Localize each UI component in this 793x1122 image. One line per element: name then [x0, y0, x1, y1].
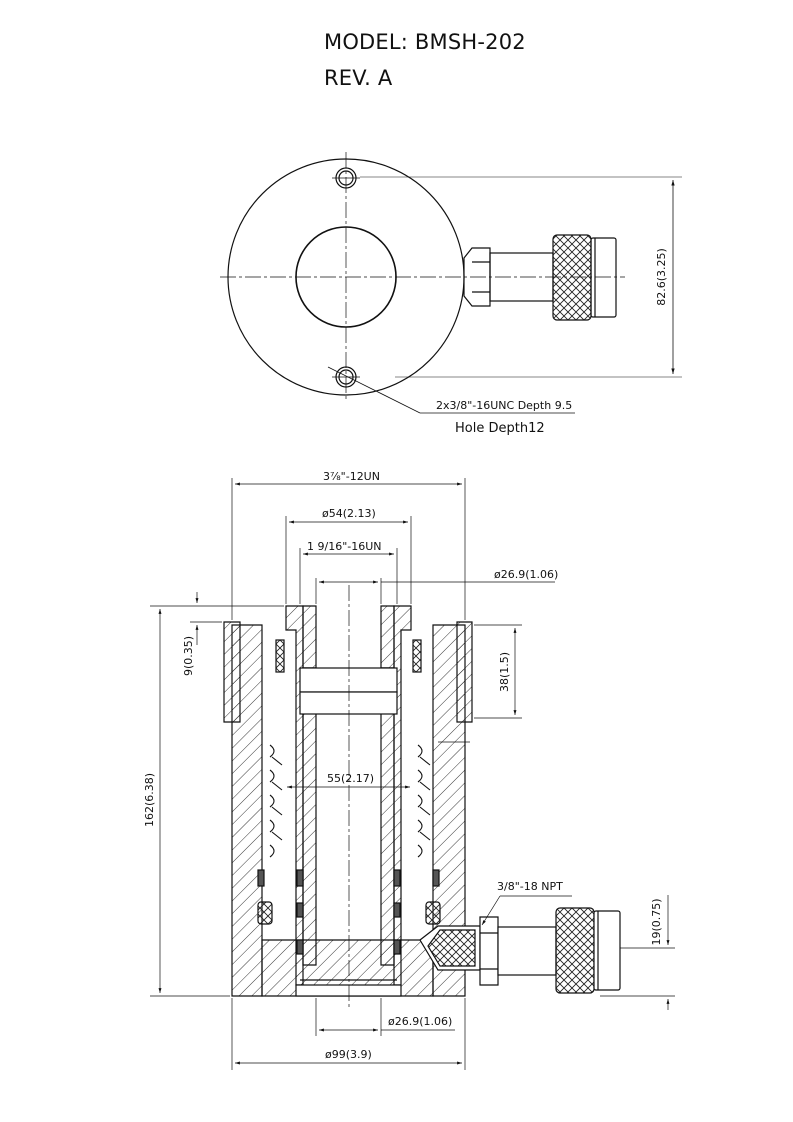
hole-depth-note: Hole Depth12 — [455, 421, 545, 436]
seals — [257, 639, 440, 955]
dia-54-label: ø54(2.13) — [322, 507, 376, 520]
thread-note: 2x3/8"-16UNC Depth 9.5 — [436, 399, 572, 412]
dim-19-label: 19(0.75) — [650, 898, 663, 945]
coupler-knurl-top — [552, 234, 592, 321]
revision-label: REV. A — [324, 66, 393, 90]
return-spring-right — [417, 744, 431, 858]
hex-nut-top — [463, 247, 491, 307]
dim-55-label: 55(2.17) — [327, 772, 374, 785]
return-spring-left — [269, 744, 283, 858]
dim-162-label: 162(6.38) — [143, 773, 156, 827]
section-view — [150, 478, 675, 1070]
dia-99-label: ø99(3.9) — [325, 1048, 372, 1061]
plunger-wall-left — [285, 605, 304, 986]
outer-thread-label: 3⅞"-12UN — [323, 470, 380, 483]
top-view — [220, 152, 682, 414]
dim-38-label: 38(1.5) — [498, 652, 511, 692]
collar-left — [223, 621, 241, 723]
port-thread-label: 3/8"-18 NPT — [497, 880, 563, 893]
height-dim-label: 82.6(3.25) — [655, 248, 668, 306]
model-label: MODEL: BMSH-202 — [324, 30, 526, 54]
inner-thread-label: 1 9/16"-16UN — [307, 540, 382, 553]
collar-right — [456, 621, 473, 723]
plunger-wall-right — [393, 605, 412, 986]
thread-note-leader — [327, 366, 421, 414]
dia-26-bottom-label: ø26.9(1.06) — [388, 1015, 452, 1028]
dim-9-label: 9(0.35) — [182, 636, 195, 676]
coupler-knurl-side — [555, 907, 595, 994]
dia-26-top-label: ø26.9(1.06) — [494, 568, 558, 581]
